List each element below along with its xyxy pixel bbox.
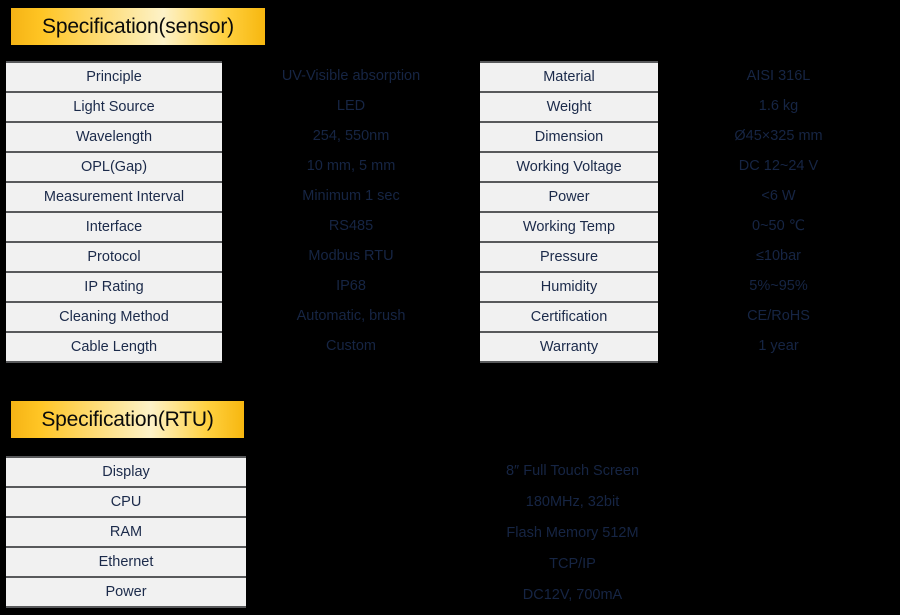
sensor-left-label-6: Protocol (6, 241, 222, 272)
sensor-right-value-1: 1.6 kg (758, 98, 799, 114)
sensor-right-value-5: 0~50 ℃ (752, 218, 805, 234)
section-banner-sensor: Specification(sensor) (11, 8, 265, 45)
sensor-right-label-0: Material (480, 61, 658, 92)
sensor-left-value-0: UV-Visible absorption (281, 68, 421, 84)
sensor-right-label-6: Pressure (480, 241, 658, 272)
table-row: Display (6, 456, 246, 487)
section-banner-rtu: Specification(RTU) (11, 401, 244, 438)
sensor-right-value-6: ≤10bar (755, 248, 802, 264)
rtu-value-1: 180MHz, 32bit (525, 494, 620, 510)
sensor-left-value-8: Automatic, brush (296, 308, 406, 324)
sensor-left-value-7: IP68 (336, 278, 366, 294)
sensor-right-value-3: DC 12~24 V (738, 158, 819, 174)
table-row: Material (480, 61, 658, 92)
sensor-right-label-1: Weight (480, 91, 658, 122)
sensor-left-value-6: Modbus RTU (308, 248, 394, 264)
table-row: Power (6, 576, 246, 608)
sensor-left-label-8: Cleaning Method (6, 301, 222, 332)
sensor-right-label-7: Humidity (480, 271, 658, 302)
sensor-left-value-9: Custom (326, 338, 376, 354)
section-title-sensor: Specification(sensor) (42, 14, 234, 38)
rtu-label-0: Display (6, 456, 246, 487)
table-row: Warranty (480, 331, 658, 363)
table-row: Humidity (480, 271, 658, 302)
table-row: Ethernet (6, 546, 246, 577)
sensor-right-label-8: Certification (480, 301, 658, 332)
table-row: CPU (6, 486, 246, 517)
sensor-left-label-0: Principle (6, 61, 222, 92)
sensor-left-value-4: Minimum 1 sec (302, 188, 400, 204)
table-row: Certification (480, 301, 658, 332)
table-row: IP Rating (6, 271, 222, 302)
table-row: Cleaning Method (6, 301, 222, 332)
table-row: Interface (6, 211, 222, 242)
table-row: Pressure (480, 241, 658, 272)
sensor-right-label-3: Working Voltage (480, 151, 658, 182)
table-row: Dimension (480, 121, 658, 152)
rtu-value-3: TCP/IP (549, 556, 596, 572)
sensor-right-value-7: 5%~95% (749, 278, 808, 294)
sensor-left-label-4: Measurement Interval (6, 181, 222, 212)
sensor-left-value-2: 254, 550nm (312, 128, 390, 144)
sensor-left-value-3: 10 mm, 5 mm (306, 158, 396, 174)
sensor-right-value-2: Ø45×325 mm (734, 128, 823, 144)
sensor-left-label-7: IP Rating (6, 271, 222, 302)
table-row: OPL(Gap) (6, 151, 222, 182)
sensor-left-label-2: Wavelength (6, 121, 222, 152)
table-row: Principle (6, 61, 222, 92)
rtu-label-3: Ethernet (6, 546, 246, 577)
rtu-value-0: 8″ Full Touch Screen (505, 463, 640, 479)
sensor-right-label-5: Working Temp (480, 211, 658, 242)
sensor-left-label-5: Interface (6, 211, 222, 242)
sensor-right-label-2: Dimension (480, 121, 658, 152)
table-row: Working Voltage (480, 151, 658, 182)
sensor-left-label-9: Cable Length (6, 331, 222, 363)
rtu-label-4: Power (6, 576, 246, 608)
table-row: Weight (480, 91, 658, 122)
rtu-label-2: RAM (6, 516, 246, 547)
sensor-right-value-0: AISI 316L (746, 68, 811, 84)
rtu-value-2: Flash Memory 512M (506, 525, 639, 541)
sensor-right-value-4: <6 W (761, 188, 796, 204)
sensor-left-label-3: OPL(Gap) (6, 151, 222, 182)
sensor-right-label-4: Power (480, 181, 658, 212)
table-row: Power (480, 181, 658, 212)
sensor-left-value-5: RS485 (328, 218, 374, 234)
table-row: Protocol (6, 241, 222, 272)
table-row: Cable Length (6, 331, 222, 363)
sensor-left-value-1: LED (336, 98, 366, 114)
sensor-right-value-column: AISI 316L 1.6 kg Ø45×325 mm DC 12~24 V <6 W 0… (676, 61, 881, 361)
sensor-right-value-8: CE/RoHS (747, 308, 810, 324)
sensor-right-label-9: Warranty (480, 331, 658, 363)
table-row: Wavelength (6, 121, 222, 152)
table-row: Working Temp (480, 211, 658, 242)
sensor-left-label-1: Light Source (6, 91, 222, 122)
table-row: RAM (6, 516, 246, 547)
table-row: Light Source (6, 91, 222, 122)
table-row: Measurement Interval (6, 181, 222, 212)
rtu-value-4: DC12V, 700mA (522, 587, 623, 603)
sensor-right-value-9: 1 year (758, 338, 799, 354)
section-title-rtu: Specification(RTU) (41, 407, 214, 431)
rtu-label-1: CPU (6, 486, 246, 517)
